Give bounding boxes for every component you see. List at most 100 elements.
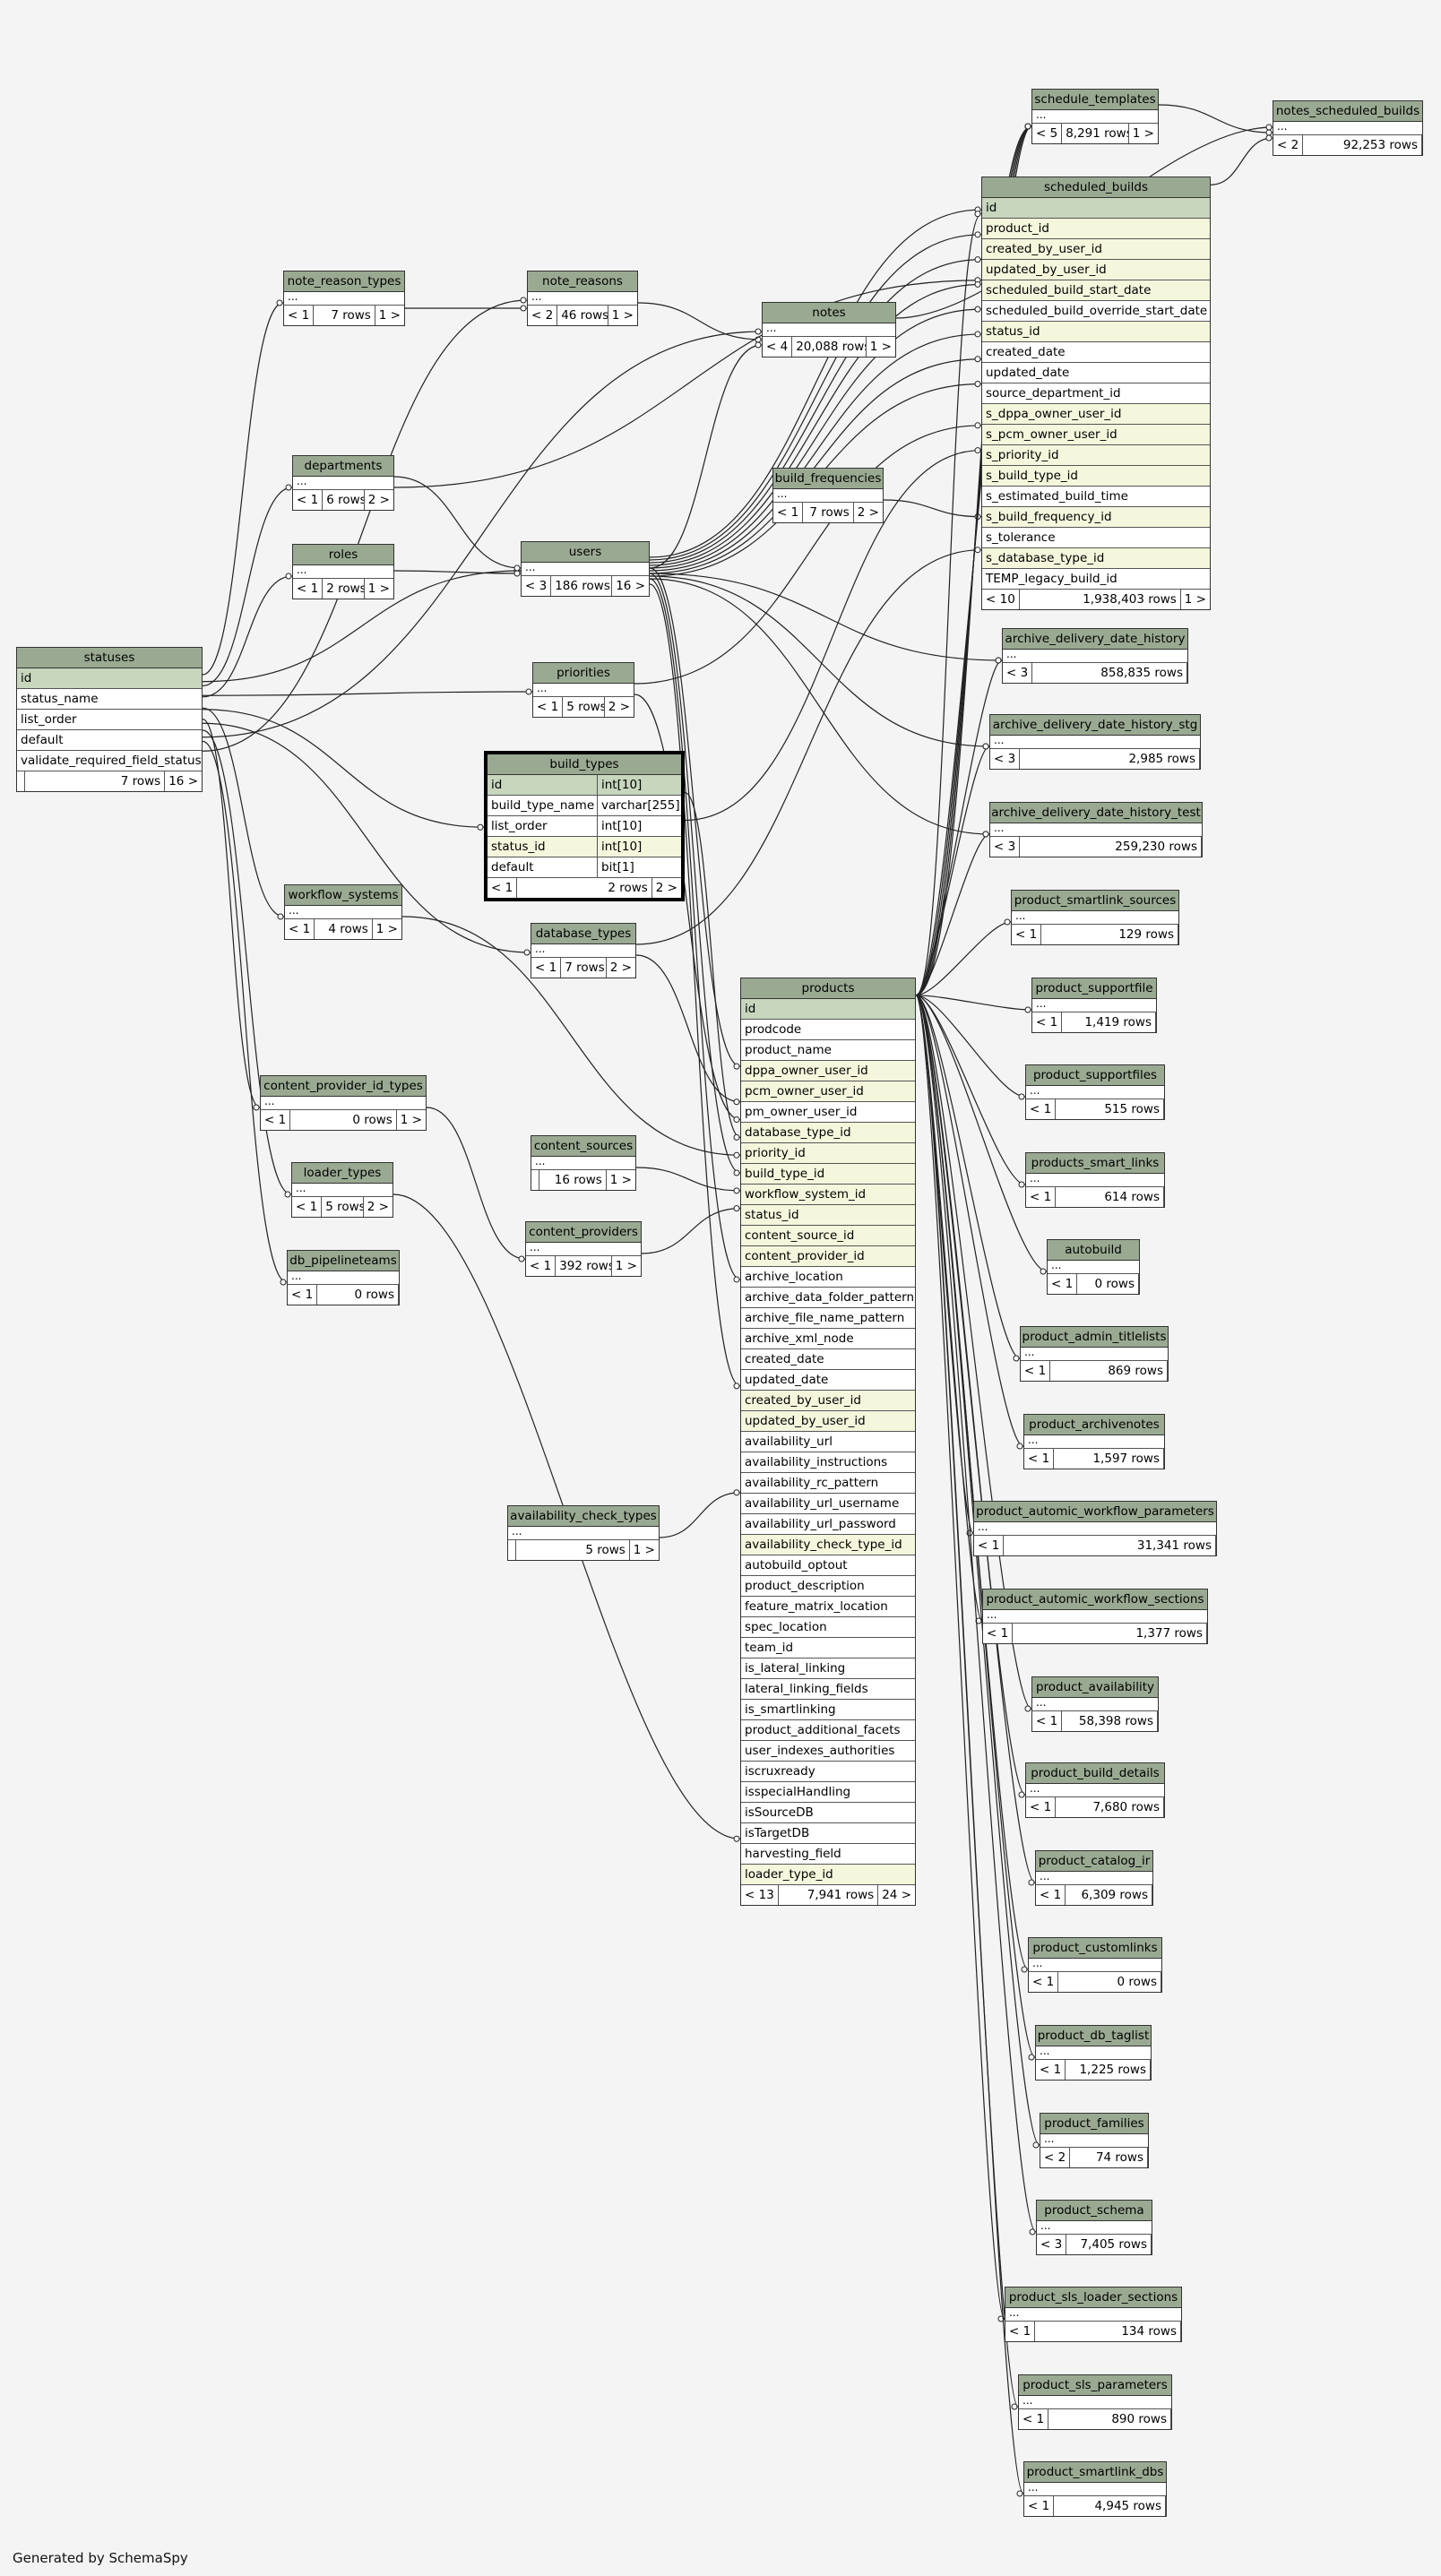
column-row: harvesting_field (741, 1844, 915, 1865)
relationship-line (684, 791, 741, 1138)
relationship-line (684, 449, 982, 822)
relationship-end-marker (1040, 1268, 1047, 1275)
collapsed-columns: ... (1024, 1435, 1164, 1449)
relationship-line (659, 1492, 741, 1538)
relationship-end-marker (253, 1104, 260, 1111)
generated-by-credit: Generated by SchemaSpy (13, 2550, 188, 2566)
row-count: 16 rows (539, 1170, 607, 1190)
table-name: product_supportfile (1032, 978, 1156, 999)
table-name: product_customlinks (1029, 1938, 1161, 1959)
parents-count: 2 > (367, 493, 390, 507)
collapsed-columns: ... (1024, 2483, 1166, 2496)
parents-count: 1 > (869, 340, 892, 354)
table-product_automic_workflow_parameters[interactable]: product_automic_workflow_parameters...< … (973, 1501, 1217, 1556)
collapsed-columns: ... (1032, 1698, 1158, 1711)
column-row: lateral_linking_fields (741, 1679, 915, 1700)
row-count: 7,405 rows (1066, 2235, 1152, 2254)
table-name: build_types (488, 754, 681, 775)
row-count: 31,341 rows (1004, 1536, 1216, 1555)
table-name: notes (763, 303, 895, 323)
row-count: 7 rows (561, 958, 607, 978)
collapsed-columns: ... (531, 1157, 635, 1170)
relationship-end-marker (733, 1205, 740, 1212)
column-row: team_id (741, 1638, 915, 1658)
column-row: isspecialHandling (741, 1782, 915, 1803)
column-row: availability_url (741, 1432, 915, 1452)
row-count: 4 rows (315, 919, 373, 939)
collapsed-columns: ... (1037, 2221, 1152, 2235)
relationship-line (635, 1167, 741, 1192)
table-name: database_types (531, 924, 635, 944)
relationship-end-marker (1028, 1879, 1035, 1886)
relationship-end-marker (982, 831, 989, 838)
table-name: product_schema (1037, 2201, 1152, 2221)
table-archive_delivery_date_history_test[interactable]: archive_delivery_date_history_test...< 3… (989, 802, 1203, 857)
collapsed-columns: ... (288, 1271, 399, 1285)
primary-key-column: id (741, 999, 915, 1020)
row-count: 1,419 rows (1062, 1012, 1156, 1032)
column-row: status_name (17, 689, 202, 710)
relationship-line (649, 358, 982, 574)
children-count: < 3 (990, 837, 1021, 857)
relationship-end-marker (974, 447, 981, 454)
children-count: < 1 (1026, 1099, 1057, 1119)
relationship-end-marker (733, 1489, 740, 1496)
relationship-line (634, 694, 741, 1121)
row-count: 2,985 rows (1020, 749, 1200, 769)
parents-count: 1 > (400, 1113, 422, 1127)
children-count: < 10 (982, 590, 1020, 609)
relationship-line (915, 995, 1026, 1185)
relationship-line (915, 921, 1012, 996)
